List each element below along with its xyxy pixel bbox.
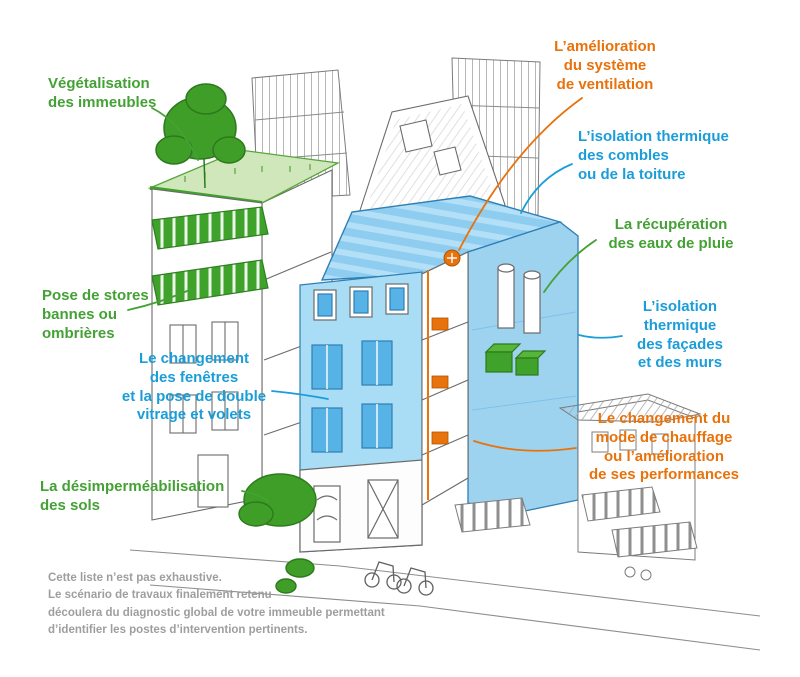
connector-eaux-pluie [543,239,597,293]
label-ventilation: L’amélioration du système de ventilation [554,38,656,93]
connector-stores [127,288,193,311]
connector-vegetalisation [151,107,199,161]
label-stores: Pose de stores bannes ou ombrières [42,287,149,342]
scooter-icons [364,561,434,596]
label-vegetalisation: Végétalisation des immeubles [48,75,157,111]
label-chauffage: Le changement du mode de chauffage ou l’… [588,410,740,484]
blue-windows [311,340,393,453]
label-combles: L’isolation thermique des combles ou de … [578,128,729,183]
connector-chauffage [473,440,577,452]
connector-facades [578,334,623,339]
connector-ventilation [458,97,583,251]
cutaway-interior [421,251,469,506]
bush-icon [238,473,317,594]
label-facades: L’isolation thermique des façades et des… [637,298,723,372]
blue-building-facade [299,271,423,553]
label-fenetres: Le changement des fenêtres et la pose de… [121,350,267,424]
rain-chimneys [497,263,541,334]
radiator-icons [431,317,449,445]
connector-fenetres [271,390,329,400]
tree-icon [155,83,246,189]
right-street-buildings [454,393,702,581]
connector-combles [520,163,573,214]
street [129,549,761,651]
footnote: Cette liste n’est pas exhaustive. Le scé… [48,572,385,636]
connectors [127,97,623,502]
label-eaux-pluie: La récupération des eaux de pluie [608,216,734,252]
label-desimpermeabilisation: La désimperméabilisation des sols [40,478,225,514]
green-tanks [484,343,547,376]
ventilation-fan-icon [443,249,461,267]
connector-desimpermeabilisation [241,490,269,502]
